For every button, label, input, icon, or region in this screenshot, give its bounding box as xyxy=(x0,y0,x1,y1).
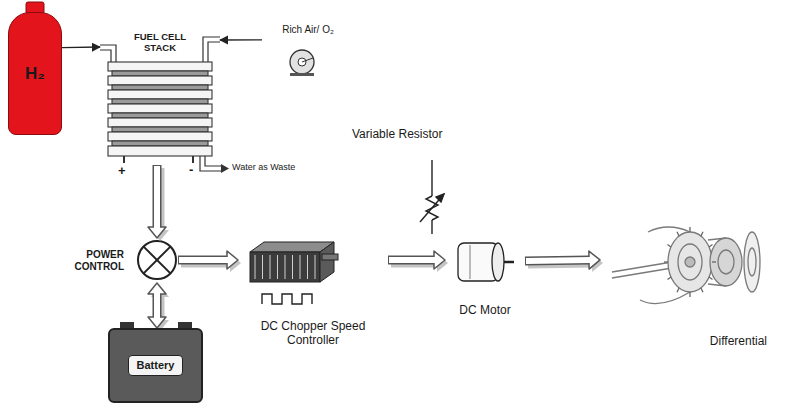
flow-arrow xyxy=(220,39,262,40)
node-text: DC Chopper Speed Controller xyxy=(257,320,369,348)
block-arrow xyxy=(388,251,448,272)
arrow-line xyxy=(62,46,100,48)
block-arrow xyxy=(148,283,169,331)
node-text: Rich Air/ O₂ xyxy=(282,24,334,36)
node-text: FUEL CELL STACK xyxy=(123,32,197,54)
node-text: POWER CONTROL xyxy=(62,249,124,272)
arrow-fill xyxy=(154,166,160,229)
differential: Differential xyxy=(600,215,775,355)
dc-chopper: DC Chopper Speed Controller xyxy=(238,232,388,352)
node-text: Differential xyxy=(710,335,767,349)
air-supply: Rich Air/ O₂ xyxy=(262,22,350,78)
terminal-sign: - xyxy=(189,163,193,178)
arrow-line xyxy=(220,39,262,40)
outlet-label: Water as Waste xyxy=(232,162,295,172)
arrow-fill xyxy=(389,257,436,263)
air-pump-symbol xyxy=(290,50,314,76)
hydrogen-cylinder: H₂ xyxy=(8,12,62,135)
arrow-fill xyxy=(154,292,160,319)
battery: Battery xyxy=(108,328,203,403)
terminal-sign: + xyxy=(118,164,126,179)
node-text: H₂ xyxy=(25,64,45,84)
variable-resistor-symbol xyxy=(420,160,444,234)
water-outlet xyxy=(200,156,229,173)
power-control-symbol xyxy=(138,241,176,279)
negative-terminal xyxy=(192,156,194,163)
component-label: Variable Resistor xyxy=(352,128,442,142)
power-control: POWER CONTROL xyxy=(60,238,178,283)
stack-plates xyxy=(108,62,212,156)
pwm-waveform xyxy=(262,294,312,304)
arrow-fill xyxy=(526,257,591,264)
dc-motor: DC Motor xyxy=(445,232,525,322)
block-arrow xyxy=(525,251,603,272)
air-pipe xyxy=(203,37,220,62)
node-text: Battery xyxy=(128,355,184,376)
differential-drawing xyxy=(612,227,760,304)
positive-terminal xyxy=(123,156,125,163)
arrow-fill xyxy=(179,257,229,263)
block-arrow xyxy=(178,251,241,272)
chopper-heatsink xyxy=(250,242,338,282)
fuel-cell-stack: FUEL CELL STACK xyxy=(100,30,220,165)
block-arrow xyxy=(148,165,169,241)
node-text: DC Motor xyxy=(459,304,510,318)
hydrogen-pipe xyxy=(100,45,116,62)
dc-motor-symbol xyxy=(458,243,514,281)
flow-arrow xyxy=(62,47,100,49)
